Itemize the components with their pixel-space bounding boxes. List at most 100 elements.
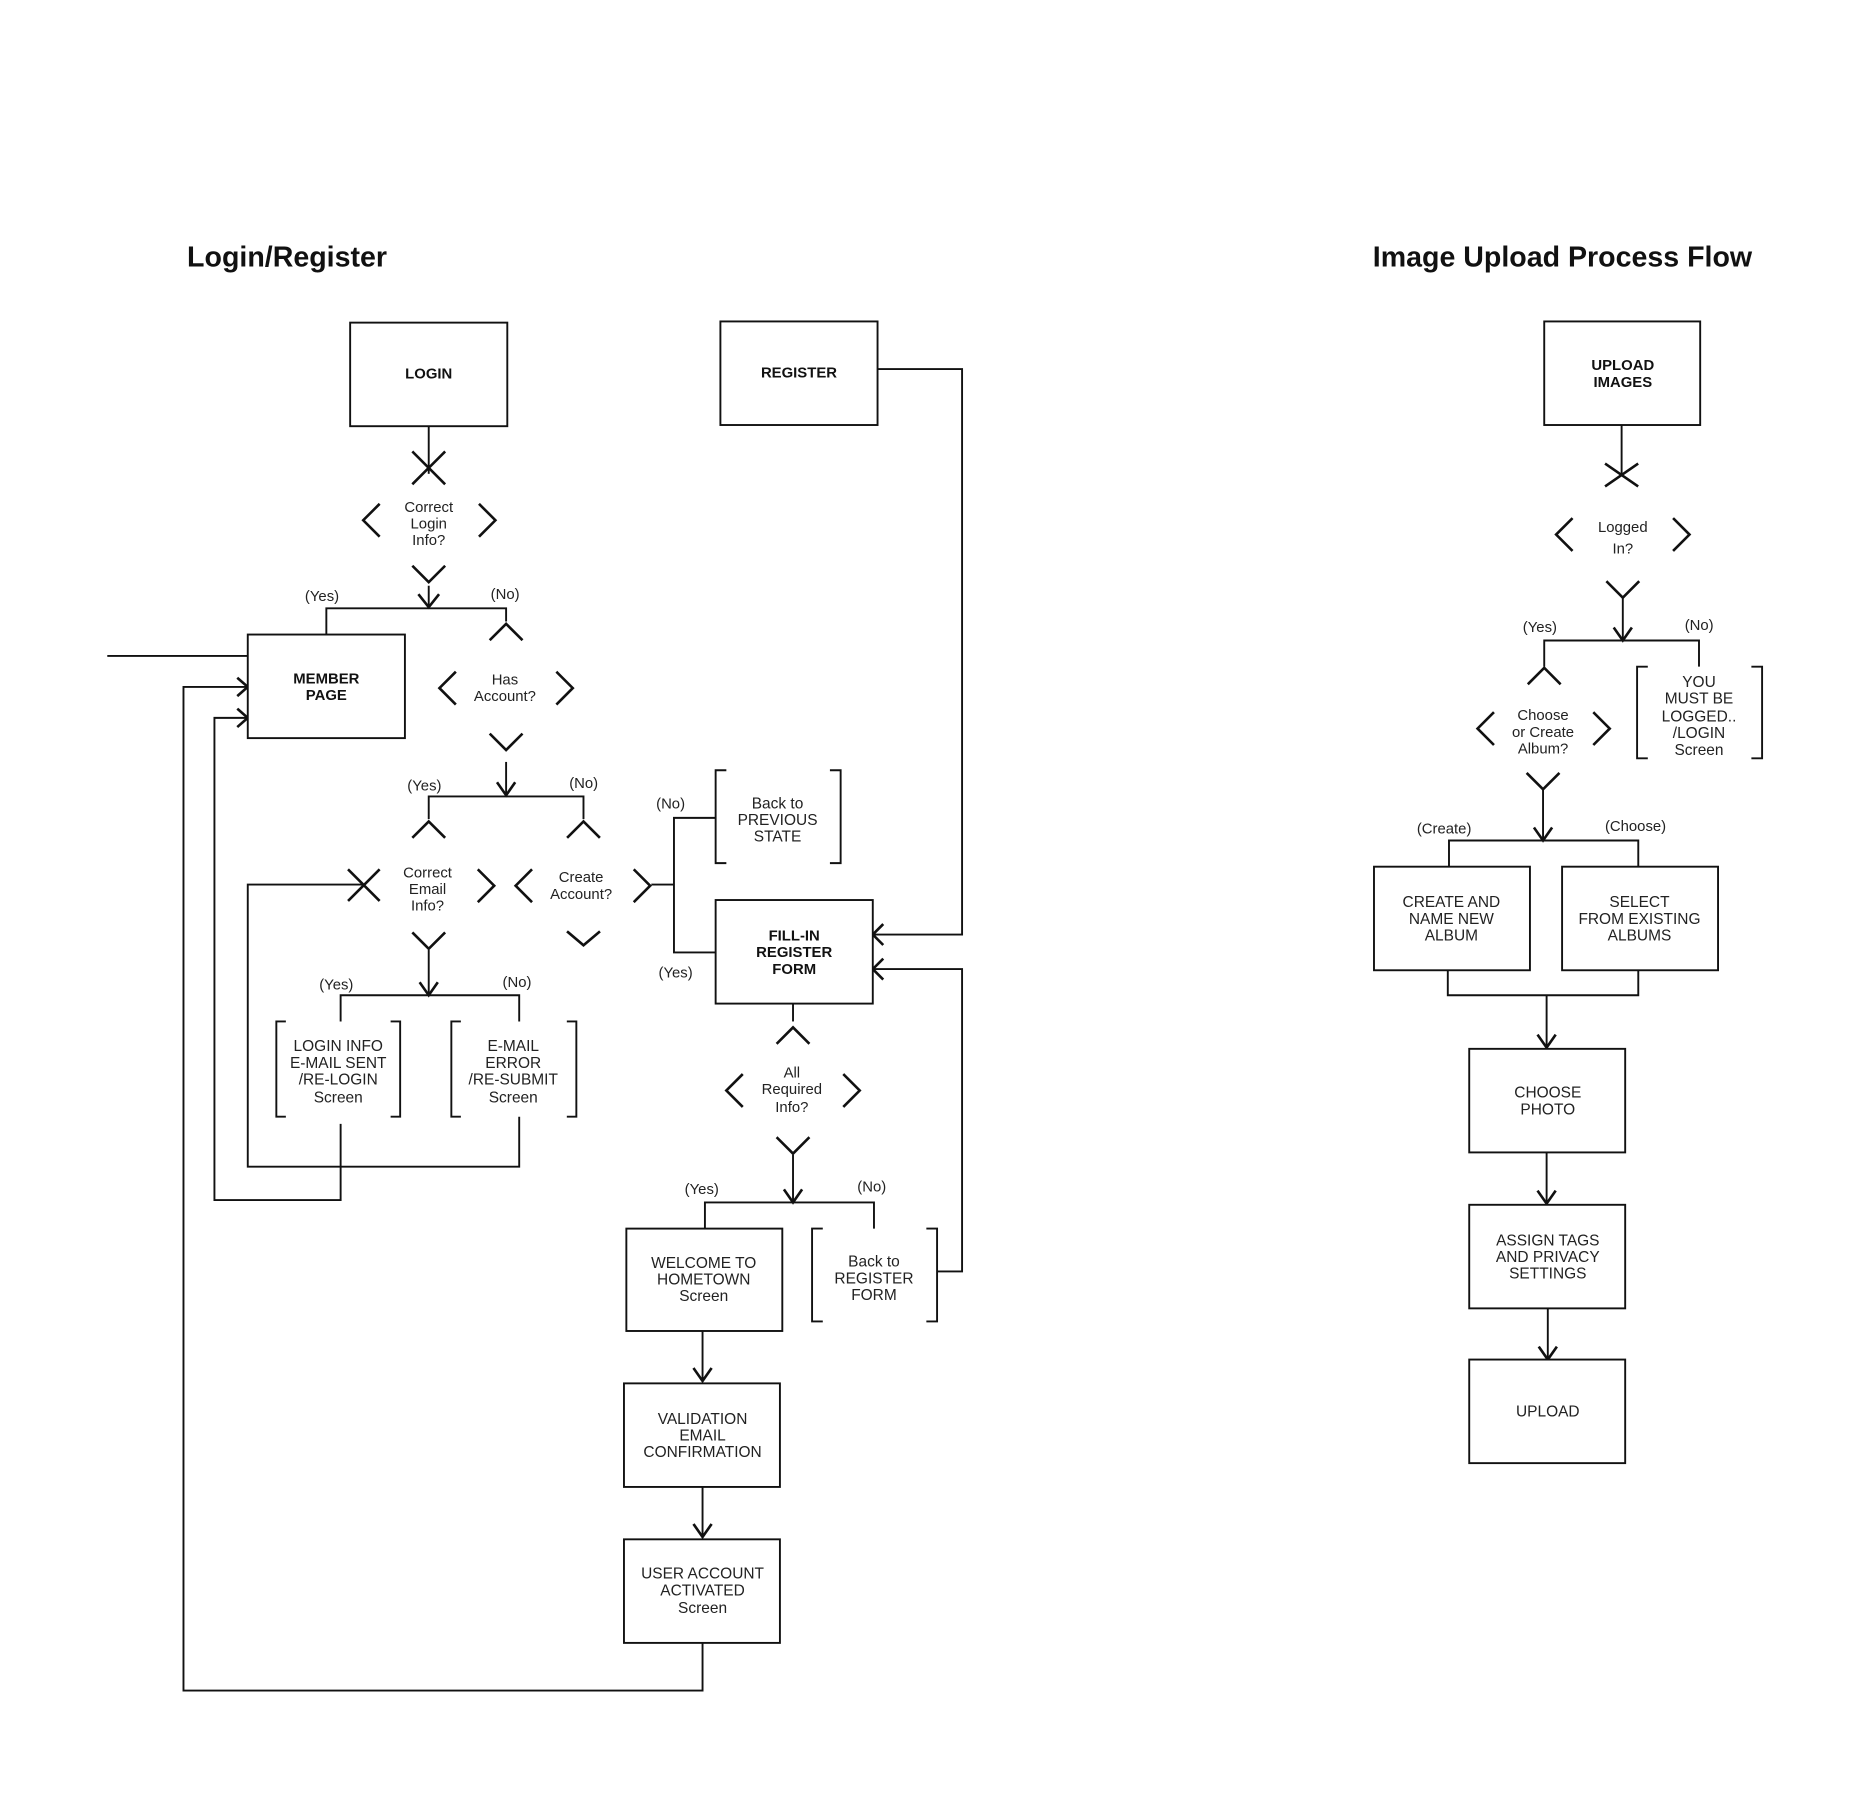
node-label: ASSIGN TAGS [1496, 1232, 1599, 1249]
arrow-down-icon [417, 593, 441, 610]
decision-label: Logged [1598, 520, 1648, 536]
chevron-down-icon [411, 564, 447, 585]
edge-label-choose: (Choose) [1605, 819, 1666, 835]
node-label: USER ACCOUNT [641, 1566, 764, 1583]
x-marker-icon [1604, 462, 1639, 488]
node-select-existing-albums[interactable]: SELECT FROM EXISTING ALBUMS [1561, 865, 1719, 972]
node-login[interactable]: LOGIN [349, 321, 509, 428]
screen-label: FORM [851, 1287, 897, 1304]
decision-label: or Create [1512, 725, 1574, 741]
node-create-new-album[interactable]: CREATE AND NAME NEW ALBUM [1373, 865, 1531, 972]
chevron-right-icon [842, 1073, 862, 1108]
node-fill-in-register-form[interactable]: FILL-IN REGISTER FORM [714, 899, 874, 1005]
edge-label-no: (No) [503, 975, 532, 991]
edge-label-yes: (Yes) [685, 1182, 719, 1198]
node-assign-tags-privacy[interactable]: ASSIGN TAGS AND PRIVACY SETTINGS [1468, 1203, 1627, 1310]
decision-label: Email [409, 882, 446, 898]
node-label: EMAIL [679, 1428, 726, 1445]
node-label: SETTINGS [1509, 1266, 1586, 1283]
screen-email-error[interactable]: E-MAIL ERROR /RE-SUBMIT Screen [450, 1020, 578, 1118]
edge-label-no: (No) [1685, 618, 1714, 634]
connectors [1446, 425, 1700, 1360]
connectors [107, 368, 964, 1692]
node-label: HOMETOWN [657, 1272, 750, 1289]
arrow-down-icon [692, 1523, 713, 1540]
node-upload[interactable]: UPLOAD [1468, 1358, 1627, 1465]
node-label: ALBUM [1425, 928, 1478, 945]
connector-back-to-form [872, 968, 964, 1273]
arrow-down-icon [418, 981, 439, 998]
node-label: AND PRIVACY [1496, 1249, 1600, 1266]
chevron-up-icon [1526, 666, 1562, 686]
screen-label: Back to [752, 795, 804, 812]
screen-label: /LOGIN [1673, 725, 1725, 742]
decision-label: In? [1612, 542, 1633, 558]
node-label: CREATE AND [1403, 894, 1501, 911]
edge-label-yes: (Yes) [407, 778, 441, 794]
screen-login-info-email-sent[interactable]: LOGIN INFO E-MAIL SENT /RE-LOGIN Screen [275, 1020, 402, 1118]
arrow-down-icon [692, 1367, 713, 1384]
decision-label: Info? [411, 899, 444, 915]
node-welcome-to-hometown[interactable]: WELCOME TO HOMETOWN Screen [625, 1227, 784, 1332]
node-validation-email[interactable]: VALIDATION EMAIL CONFIRMATION [623, 1382, 781, 1488]
node-upload-images[interactable]: UPLOAD IMAGES [1543, 320, 1702, 426]
node-label: NAME NEW [1409, 911, 1494, 928]
screen-label: E-MAIL [487, 1038, 539, 1055]
connector-activated-to-member [182, 685, 704, 1692]
chevron-right-icon [1672, 517, 1692, 552]
node-register[interactable]: REGISTER [719, 320, 879, 426]
decision-correct-login-info[interactable]: Correct Login Info? [361, 450, 498, 585]
node-choose-photo[interactable]: CHOOSE PHOTO [1468, 1047, 1627, 1154]
decision-label: Album? [1518, 742, 1568, 758]
connector-has-account-split [427, 795, 585, 820]
decision-has-account[interactable]: Has Account? [437, 621, 575, 752]
connector-login-split [325, 607, 508, 635]
screen-back-to-register-form[interactable]: Back to REGISTER FORM [811, 1227, 939, 1323]
screen-label: YOU [1682, 674, 1716, 691]
node-label: ACTIVATED [660, 1582, 745, 1599]
chevron-left-icon [724, 1073, 744, 1108]
chevron-left-icon [1554, 517, 1574, 552]
decision-correct-email-info[interactable]: Correct Email Info? [347, 819, 497, 951]
chevron-left-icon [361, 502, 381, 538]
edge-label-create: (Create) [1417, 821, 1472, 837]
node-user-account-activated[interactable]: USER ACCOUNT ACTIVATED Screen [623, 1538, 781, 1644]
arrow-down-icon [782, 1188, 804, 1205]
edge-label-yes: (Yes) [1523, 620, 1557, 636]
decision-all-required-info[interactable]: All Required Info? [724, 1025, 862, 1156]
screen-label: STATE [754, 829, 802, 846]
decision-label: Account? [550, 887, 612, 903]
connector-create-account-split [673, 816, 716, 954]
decision-label: All [784, 1065, 801, 1081]
node-label: LOGIN [405, 367, 452, 383]
chevron-down-icon [411, 931, 447, 951]
login-register-flow: LOGIN REGISTER MEMBER PAGE FILL-IN REGIS… [107, 320, 964, 1692]
decision-label: Correct [404, 500, 454, 516]
node-label: UPLOAD [1516, 1404, 1580, 1421]
arrow-down-icon [1536, 1033, 1557, 1050]
decision-create-account[interactable]: Create Account? [513, 819, 653, 947]
decision-label: Login [411, 517, 447, 533]
screen-back-to-previous-state[interactable]: Back to PREVIOUS STATE [714, 769, 842, 865]
node-label: Screen [679, 1288, 728, 1305]
chevron-down-icon [566, 930, 601, 947]
decision-logged-in[interactable]: Logged In? [1554, 462, 1692, 600]
decision-choose-or-create-album[interactable]: Choose or Create Album? [1475, 666, 1612, 792]
node-label: Screen [678, 1600, 727, 1617]
edge-label-yes: (Yes) [658, 965, 692, 981]
chevron-down-icon [1605, 580, 1641, 600]
node-label: REGISTER [761, 365, 837, 381]
connector-register-to-form [872, 368, 964, 936]
chevron-up-icon [488, 621, 524, 642]
arrow-down-icon [495, 781, 517, 798]
chevron-up-icon [775, 1025, 811, 1045]
edge-label-no: (No) [569, 776, 598, 792]
node-label: CHOOSE [1514, 1085, 1581, 1102]
node-member-page[interactable]: MEMBER PAGE [246, 633, 406, 740]
chevron-left-icon [1475, 711, 1495, 746]
chevron-right-icon [1592, 711, 1612, 746]
screen-must-be-logged-in[interactable]: YOU MUST BE LOGGED.. /LOGIN Screen [1636, 665, 1764, 760]
node-label: VALIDATION [658, 1411, 748, 1428]
node-label: WELCOME TO [651, 1255, 756, 1272]
